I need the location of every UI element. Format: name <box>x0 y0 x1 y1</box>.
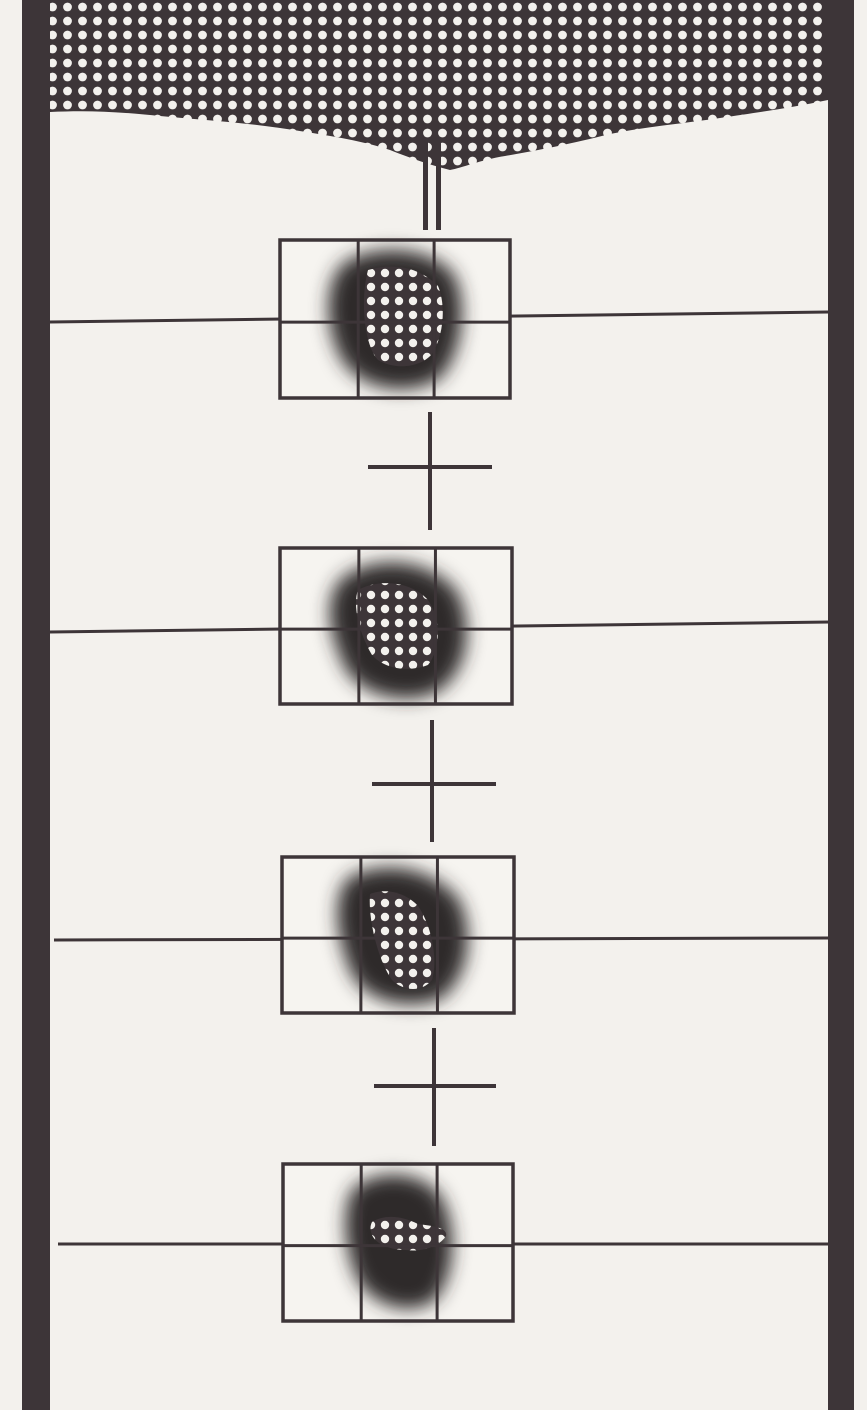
left-border <box>22 0 50 1410</box>
right-border <box>828 0 854 1410</box>
blob-core <box>364 267 443 367</box>
